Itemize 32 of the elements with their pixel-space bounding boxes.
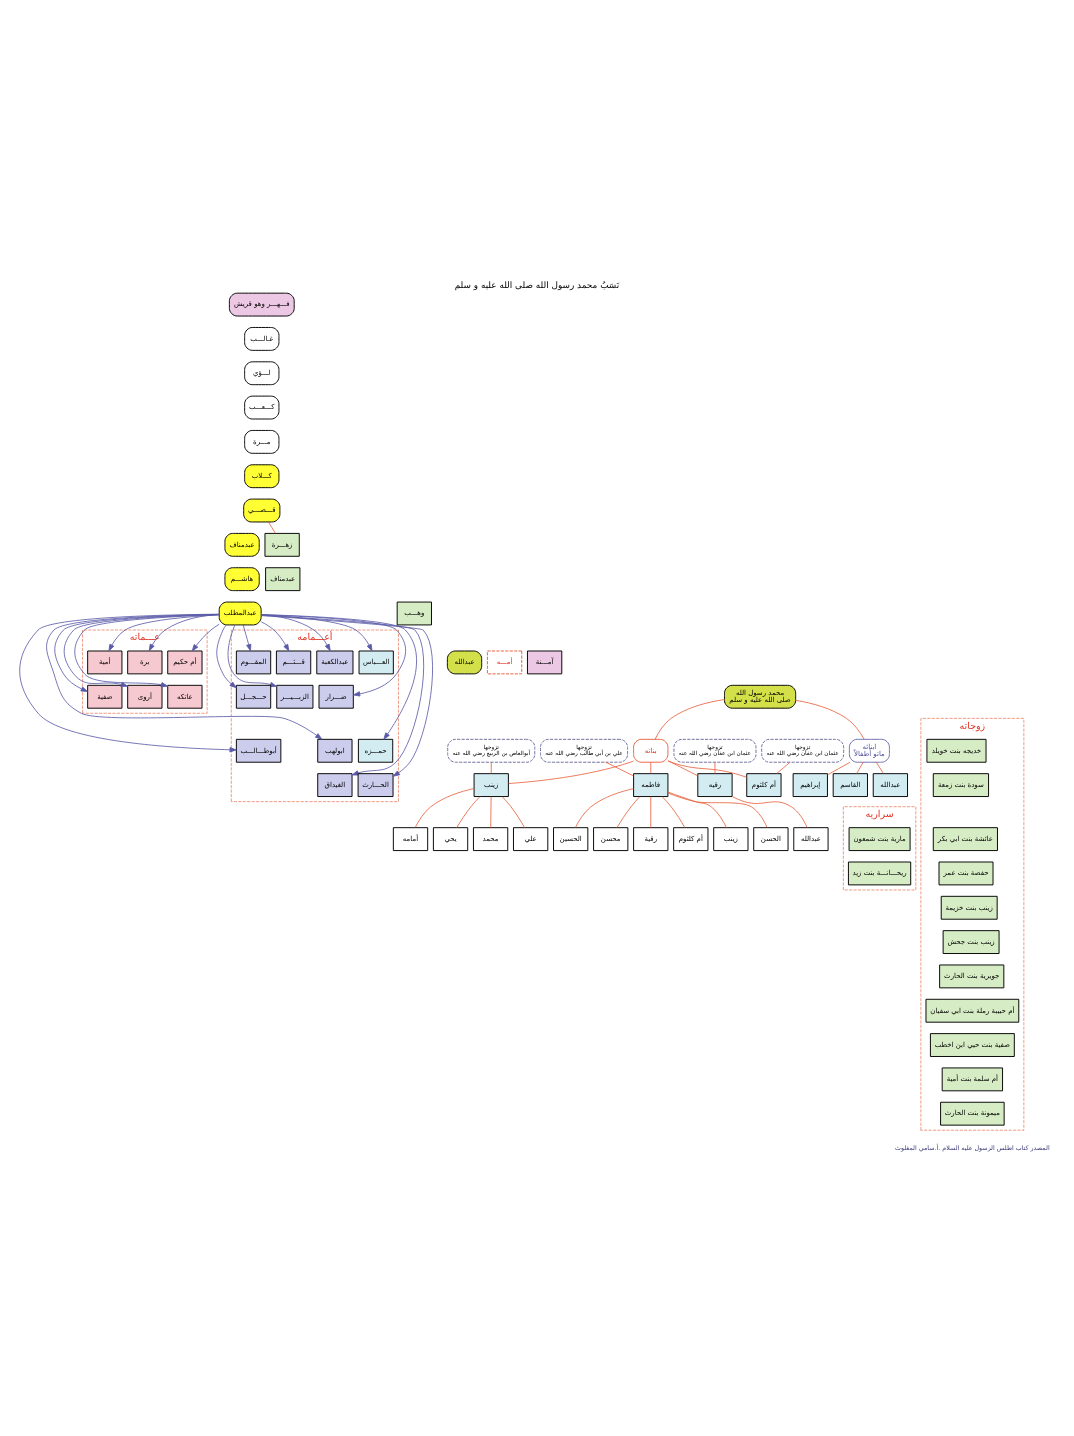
connector	[714, 760, 716, 773]
connector	[667, 759, 699, 776]
connector	[654, 698, 725, 739]
connector	[490, 795, 492, 827]
connector	[667, 791, 768, 827]
arrow	[46, 612, 323, 739]
connector	[650, 795, 652, 827]
connector	[795, 698, 865, 739]
connector	[616, 795, 641, 827]
arrow	[191, 622, 220, 651]
connector	[827, 760, 851, 775]
connector	[667, 790, 727, 828]
connector	[650, 760, 652, 773]
connector	[501, 795, 525, 827]
connector	[605, 760, 634, 776]
connector	[856, 760, 864, 773]
connector	[875, 760, 884, 773]
connector	[490, 760, 492, 773]
connector	[732, 795, 808, 827]
arrow	[216, 623, 237, 688]
arrow	[148, 612, 220, 651]
connector	[456, 795, 481, 827]
arrow	[108, 613, 220, 651]
connector	[268, 520, 276, 533]
connector	[661, 795, 686, 827]
arrow	[19, 612, 237, 752]
connector	[508, 759, 634, 783]
connector	[414, 787, 475, 827]
connector	[667, 759, 747, 777]
arrow	[242, 623, 252, 651]
connector	[776, 760, 791, 773]
connector	[575, 787, 634, 827]
